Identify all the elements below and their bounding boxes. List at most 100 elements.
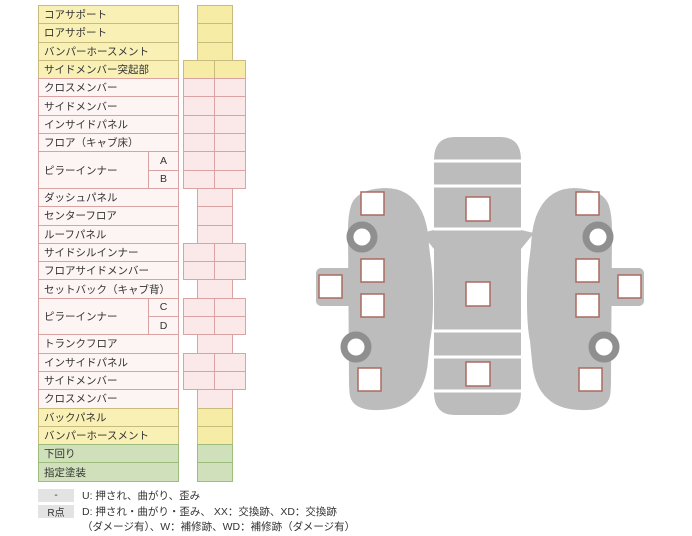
damage-mark-cell[interactable] — [214, 169, 246, 189]
part-label: サイドメンバー — [38, 96, 179, 116]
part-label: セットバック（キャブ背） — [38, 279, 179, 299]
damage-mark-cell[interactable] — [214, 316, 246, 336]
left-rear-wheel-icon — [340, 331, 372, 363]
damage-mark-cell[interactable] — [183, 297, 215, 318]
damage-cells — [183, 352, 246, 372]
checkbox-center-rear[interactable] — [465, 361, 491, 387]
damage-mark-cell[interactable] — [214, 151, 246, 171]
damage-mark-cell[interactable] — [183, 352, 215, 372]
checkbox-right-rear-quarter[interactable] — [578, 367, 603, 392]
table-subrow: A — [148, 151, 246, 171]
checkbox-left-front-fender[interactable] — [360, 191, 385, 216]
damage-mark-cell[interactable] — [183, 169, 215, 189]
pillar-sub-label: D — [148, 316, 179, 336]
checkbox-left-front-door[interactable] — [360, 258, 385, 283]
damage-mark-cell[interactable] — [214, 352, 246, 372]
damage-mark-cell[interactable] — [197, 187, 233, 208]
damage-mark-cell[interactable] — [214, 114, 246, 135]
damage-mark-cell[interactable] — [197, 41, 233, 61]
checkbox-right-front-door[interactable] — [575, 258, 600, 283]
table-row: トランクフロア — [38, 334, 246, 354]
checkbox-right-front-fender[interactable] — [575, 191, 600, 216]
checkbox-right-side-outer[interactable] — [617, 274, 642, 299]
table-row: センターフロア — [38, 206, 246, 226]
damage-mark-cell[interactable] — [214, 261, 246, 281]
damage-mark-cell[interactable] — [183, 96, 215, 116]
damage-cells — [197, 187, 233, 208]
legend-row: R点 D: 押され・曲がり・歪み、 XX：交換跡、XD：交換跡 — [38, 504, 355, 519]
damage-mark-cell[interactable] — [214, 96, 246, 116]
table-row: 下回り — [38, 444, 246, 464]
damage-mark-cell[interactable] — [197, 206, 233, 226]
damage-cells — [183, 96, 246, 116]
damage-mark-cell[interactable] — [183, 114, 215, 135]
table-row: インサイドパネル — [38, 114, 246, 135]
damage-mark-cell[interactable] — [183, 261, 215, 281]
damage-mark-cell[interactable] — [197, 334, 233, 354]
damage-cells — [183, 133, 246, 153]
legend-row: - U: 押され、曲がり、歪み — [38, 489, 355, 502]
damage-cells — [197, 224, 233, 244]
legend-text: U: 押され、曲がり、歪み — [82, 490, 201, 502]
damage-mark-cell[interactable] — [183, 316, 215, 336]
checkbox-left-side-outer[interactable] — [318, 274, 343, 299]
part-label: ルーフパネル — [38, 224, 179, 244]
table-row: フロア（キャブ床） — [38, 133, 246, 153]
damage-cells — [183, 316, 246, 336]
table-row: コアサポート — [38, 5, 246, 25]
damage-mark-cell[interactable] — [183, 133, 215, 153]
damage-cells — [183, 370, 246, 391]
damage-cells — [197, 279, 233, 299]
car-diagram — [316, 137, 644, 415]
damage-mark-cell[interactable] — [183, 78, 215, 98]
damage-cells — [197, 23, 233, 43]
damage-mark-cell[interactable] — [214, 370, 246, 391]
table-row: ルーフパネル — [38, 224, 246, 244]
damage-mark-cell[interactable] — [183, 242, 215, 263]
damage-mark-cell[interactable] — [183, 370, 215, 391]
table-subrow: C — [148, 297, 246, 318]
car-top-view — [421, 137, 534, 415]
damage-mark-cell[interactable] — [214, 78, 246, 98]
damage-mark-cell[interactable] — [183, 151, 215, 171]
damage-mark-cell[interactable] — [197, 425, 233, 446]
damage-mark-cell[interactable] — [214, 297, 246, 318]
car-left-side-view — [316, 188, 433, 411]
table-row: フロアサイドメンバー — [38, 261, 246, 281]
table-row: サイドメンバー突起部 — [38, 59, 246, 80]
part-label: ロアサポート — [38, 23, 179, 43]
damage-mark-cell[interactable] — [197, 279, 233, 299]
part-label: クロスメンバー — [38, 78, 179, 98]
checkbox-center-front[interactable] — [465, 196, 491, 222]
damage-mark-cell[interactable] — [197, 5, 233, 25]
damage-mark-cell[interactable] — [197, 407, 233, 427]
damage-mark-cell[interactable] — [197, 462, 233, 482]
table-row: サイドシルインナー — [38, 242, 246, 263]
part-label: トランクフロア — [38, 334, 179, 354]
checkbox-left-rear-quarter[interactable] — [357, 367, 382, 392]
damage-mark-cell[interactable] — [197, 444, 233, 464]
damage-mark-cell[interactable] — [214, 59, 246, 80]
legend-row: （ダメージ有）、W：補修跡、WD：補修跡（ダメージ有） — [38, 520, 355, 533]
checkbox-right-rear-door[interactable] — [575, 293, 600, 318]
table-row: バンパーホースメント — [38, 41, 246, 61]
damage-mark-cell[interactable] — [214, 133, 246, 153]
table-subrow: B — [148, 169, 246, 189]
damage-cells — [183, 169, 246, 189]
part-label: クロスメンバー — [38, 389, 179, 409]
damage-cells — [197, 389, 233, 409]
part-label: サイドメンバー — [38, 370, 179, 391]
damage-mark-cell[interactable] — [214, 242, 246, 263]
checkbox-left-rear-door[interactable] — [360, 293, 385, 318]
checkbox-center-middle[interactable] — [465, 281, 491, 307]
table-row: インサイドパネル — [38, 352, 246, 372]
damage-mark-cell[interactable] — [183, 59, 215, 80]
damage-mark-cell[interactable] — [197, 389, 233, 409]
damage-mark-cell[interactable] — [197, 23, 233, 43]
part-label: フロアサイドメンバー — [38, 261, 179, 281]
damage-cells — [197, 41, 233, 61]
damage-mark-cell[interactable] — [197, 224, 233, 244]
